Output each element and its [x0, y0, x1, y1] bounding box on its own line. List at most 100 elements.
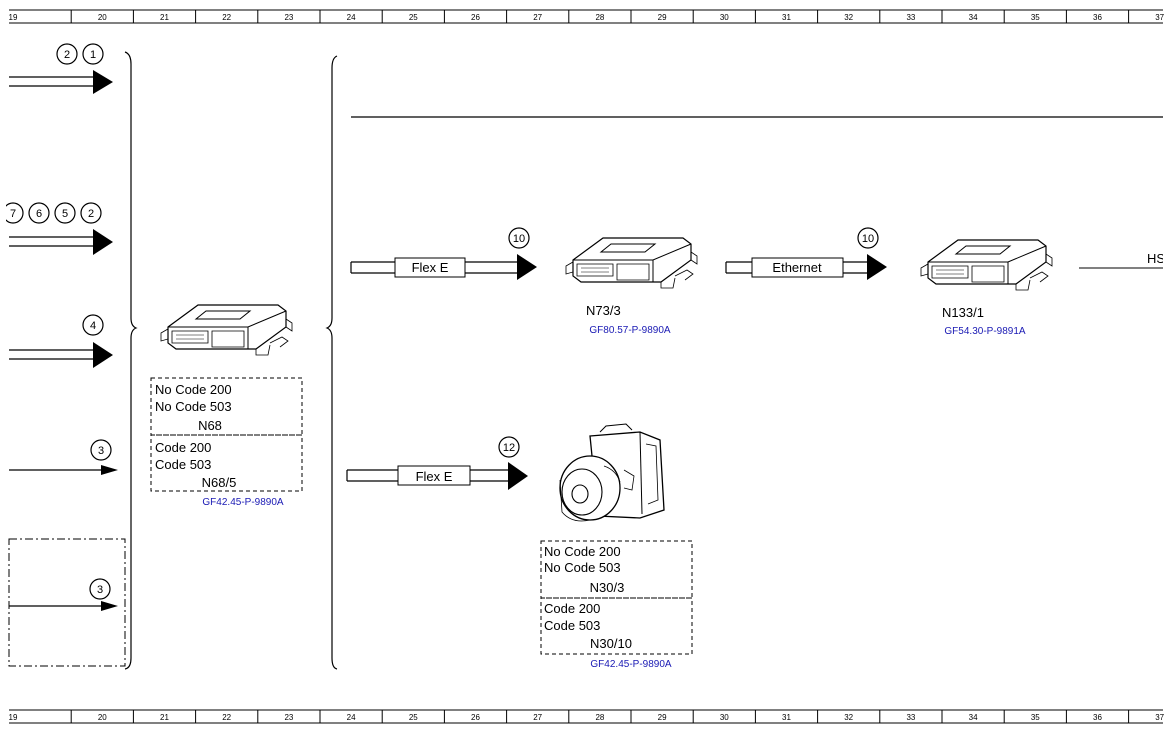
variant-line: Code 503 — [155, 457, 211, 472]
arrowhead-icon — [508, 462, 528, 490]
variant-line: No Code 200 — [544, 544, 621, 559]
arrowhead-icon — [517, 254, 537, 280]
module-reference-link[interactable]: GF80.57-P-9890A — [589, 325, 670, 336]
bottom-ruler-cell-label: 26 — [471, 713, 480, 722]
dash-dot-frame — [8, 538, 126, 667]
circle-number: 6 — [36, 208, 42, 220]
top-ruler-cell-label: 19 — [9, 13, 18, 22]
right-brace — [325, 55, 338, 670]
module-reference-link[interactable]: GF42.45-P-9890A — [202, 497, 283, 508]
top-ruler-cell-label: 33 — [906, 13, 915, 22]
variant-box-1 — [150, 377, 303, 436]
variant-box-2 — [150, 434, 303, 492]
control-unit-icon — [565, 237, 698, 289]
bottom-ruler-cell-label: 34 — [969, 713, 978, 722]
bottom-ruler-cell-label: 27 — [533, 713, 542, 722]
circle-marker — [90, 439, 112, 461]
left-input-row-3: 4 — [9, 314, 113, 368]
bottom-ruler-cell-label: 33 — [906, 713, 915, 722]
circle-number: 2 — [64, 49, 70, 61]
module-name: N73/3 — [586, 303, 621, 318]
variant-line: No Code 200 — [155, 382, 232, 397]
top-ruler-cell-label: 36 — [1093, 13, 1102, 22]
module-n68: No Code 200 No Code 503 N68 Code 200 Cod… — [150, 304, 303, 508]
circle-number: 2 — [88, 208, 94, 220]
bottom-ruler-cell-label: 23 — [284, 713, 293, 722]
control-unit-icon — [920, 239, 1053, 291]
bottom-ruler-cell-label: 36 — [1093, 713, 1102, 722]
circle-number: 5 — [62, 208, 68, 220]
circle-marker — [56, 43, 78, 65]
circle-marker — [82, 314, 104, 336]
top-ruler-cell-label: 30 — [720, 13, 729, 22]
top-ruler-cell-label: 29 — [658, 13, 667, 22]
upper-chain: Flex E 10 N73/3 GF80.57-P-9890A Ethernet… — [350, 227, 1172, 337]
module-name: N30/3 — [590, 580, 625, 595]
circle-number: 3 — [98, 445, 104, 457]
bottom-ruler-cell-label: 22 — [222, 713, 231, 722]
top-ruler-cell-label: 24 — [347, 13, 356, 22]
bottom-ruler-cell-label: 19 — [9, 713, 18, 722]
arrowhead-icon — [101, 601, 118, 611]
left-brace — [124, 51, 138, 670]
variant-line: Code 200 — [155, 440, 211, 455]
circle-marker — [82, 43, 104, 65]
bottom-ruler-cell-label: 24 — [347, 713, 356, 722]
bus-label: Flex E — [412, 260, 449, 275]
top-ruler-cell-label: 26 — [471, 13, 480, 22]
top-ruler-cell-label: 35 — [1031, 13, 1040, 22]
lower-chain: Flex E 12 No Code 200 No Code 503 N30/3 … — [346, 423, 693, 670]
circle-number: 7 — [10, 208, 16, 220]
top-ruler-cell-label: 21 — [160, 13, 169, 22]
bus-label-box — [751, 257, 844, 278]
left-input-row-4: 3 — [9, 439, 118, 475]
circle-number: 10 — [862, 233, 874, 245]
circle-marker — [28, 202, 50, 224]
circle-marker — [80, 202, 102, 224]
top-ruler-cell-label: 20 — [98, 13, 107, 22]
bottom-ruler-cell-label: 32 — [844, 713, 853, 722]
arrowhead-icon — [93, 229, 113, 255]
circle-number: 3 — [97, 584, 103, 596]
control-unit-icon — [160, 304, 293, 356]
top-ruler-cell-label: 22 — [222, 13, 231, 22]
bottom-ruler-cell-label: 29 — [658, 713, 667, 722]
variant-line: No Code 503 — [544, 560, 621, 575]
variant-line: Code 503 — [544, 618, 600, 633]
arrowhead-icon — [101, 465, 118, 475]
circle-marker — [498, 436, 520, 458]
top-ruler-cell-label: 27 — [533, 13, 542, 22]
arrowhead-icon — [93, 342, 113, 368]
hydraulic-unit-icon — [559, 423, 665, 522]
arrowhead-icon — [867, 254, 887, 280]
circle-marker — [89, 578, 111, 600]
circle-number: 10 — [513, 233, 525, 245]
module-reference-link[interactable]: GF42.45-P-9890A — [590, 659, 671, 670]
circle-marker — [857, 227, 879, 249]
module-reference-link[interactable]: GF54.30-P-9891A — [944, 326, 1025, 337]
bottom-ruler-cell-label: 21 — [160, 713, 169, 722]
cutoff-label: HS — [1147, 251, 1165, 266]
bottom-ruler-cell-label: 28 — [595, 713, 604, 722]
top-ruler-cell-label: 37 — [1155, 13, 1164, 22]
top-ruler-cell-label: 32 — [844, 13, 853, 22]
bus-label-box — [397, 465, 471, 486]
top-ruler-cell-label: 28 — [595, 13, 604, 22]
top-ruler-cell-label: 31 — [782, 13, 791, 22]
bottom-ruler-cell-label: 25 — [409, 713, 418, 722]
circle-marker — [54, 202, 76, 224]
left-input-row-1: 2 1 — [9, 43, 113, 94]
module-name: N68 — [198, 418, 222, 433]
bottom-ruler-cell-label: 37 — [1155, 713, 1164, 722]
top-ruler-cell-label: 23 — [284, 13, 293, 22]
bottom-ruler-cell-label: 30 — [720, 713, 729, 722]
top-ruler-cell-label: 25 — [409, 13, 418, 22]
bus-label-box — [394, 257, 466, 278]
circle-number: 12 — [503, 442, 515, 454]
left-input-row-5: 3 — [8, 538, 126, 667]
top-ruler: 19 20 21 22 23 24 25 26 27 28 29 30 31 32 33 34 35 36 37 — [9, 9, 1165, 24]
bottom-ruler-cell-label: 20 — [98, 713, 107, 722]
top-ruler-cell-label: 34 — [969, 13, 978, 22]
